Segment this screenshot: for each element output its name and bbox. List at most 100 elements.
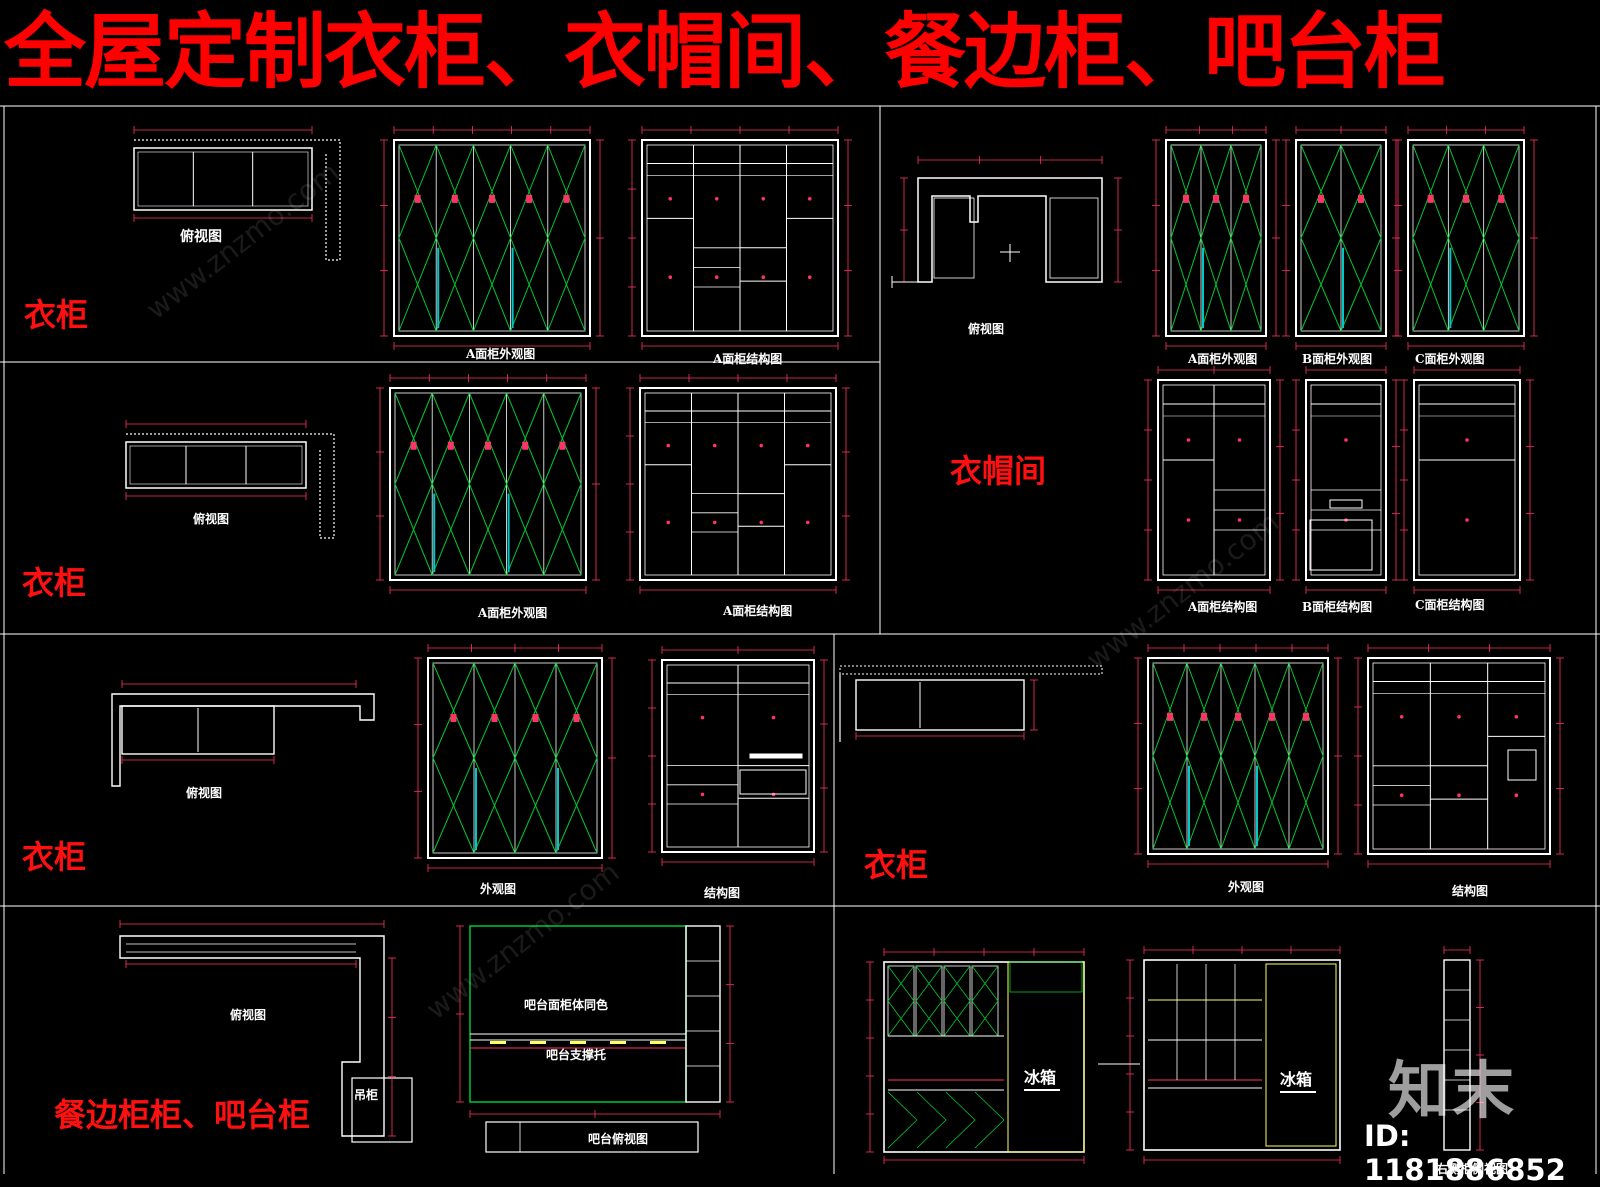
- door-swing-line: [915, 1000, 943, 1037]
- bar-side-panel: [685, 925, 721, 1103]
- door-swing-line: [916, 1119, 947, 1149]
- door-label-mark: [1183, 194, 1189, 203]
- hanging-cabinet-box: [351, 1077, 413, 1143]
- door-swing-line: [1186, 755, 1222, 850]
- bar-support-bracket: [610, 1041, 626, 1044]
- door-swing-line: [514, 757, 557, 854]
- dimension-tick: [807, 275, 812, 280]
- door-label-mark: [410, 441, 417, 450]
- dimension-tick: [668, 275, 673, 280]
- dimension-tick: [761, 197, 766, 201]
- dimension-tick: [1237, 518, 1242, 522]
- door-label-mark: [1303, 712, 1309, 721]
- glass-door: [943, 965, 971, 1037]
- bar-support-bracket: [530, 1041, 546, 1044]
- walkin-struct-b-caption: B面柜结构图: [1302, 600, 1373, 614]
- fridge2-space: [1265, 963, 1337, 1147]
- dimension-tick: [666, 443, 671, 448]
- glass-door: [971, 965, 999, 1037]
- bar-plan-outline: [485, 1121, 699, 1153]
- structure-frame-inner: [1310, 384, 1382, 576]
- dimension-tick: [761, 275, 766, 280]
- door-swing-line: [1483, 144, 1520, 239]
- bar-support-bracket: [570, 1041, 586, 1044]
- door-label-mark: [526, 194, 533, 203]
- dimension-tick: [759, 520, 764, 525]
- cabinet-frame: [1295, 139, 1387, 337]
- door-label-mark: [491, 714, 498, 722]
- w3-struct-caption: 结构图: [704, 886, 741, 900]
- door-swing-line: [431, 483, 470, 576]
- dimension-tick: [700, 792, 705, 797]
- sideboard2-frame: [1143, 959, 1341, 1151]
- wardrobe3-label: 衣柜: [22, 838, 87, 876]
- door-swing-line: [887, 1091, 918, 1121]
- drawer-box: [739, 769, 807, 795]
- door-swing-line: [1340, 237, 1382, 332]
- dimension-tick: [668, 197, 673, 201]
- w4-plan-body: [855, 679, 1025, 731]
- door-swing-line: [431, 392, 470, 485]
- door-swing-line: [1230, 237, 1262, 332]
- dimension-tick: [759, 443, 764, 448]
- bar-text2: 吧台支撑托: [546, 1048, 607, 1062]
- dimension-tick: [1465, 518, 1469, 522]
- cabinet-frame-inner: [1170, 144, 1262, 332]
- door-label-mark: [414, 194, 421, 203]
- w1-plan-caption: 俯视图: [180, 229, 222, 245]
- plan-inner: [137, 151, 309, 207]
- dimension-tick: [700, 715, 705, 720]
- plan-wall: [134, 139, 341, 261]
- door-swing-line: [555, 662, 598, 759]
- door-swing-line: [887, 965, 915, 1002]
- door-swing-line: [472, 237, 512, 332]
- drawer-label-box: [749, 753, 803, 759]
- plan-inner: [129, 445, 303, 485]
- bar-text1: 吧台面柜体同色: [524, 998, 609, 1012]
- structure-frame: [1305, 379, 1387, 581]
- door-swing-line: [915, 965, 943, 1002]
- w2-struct-caption: A面柜结构图: [723, 604, 793, 618]
- door-swing-line: [394, 392, 433, 485]
- dimension-tick: [1344, 438, 1348, 442]
- dimension-tick: [1457, 715, 1461, 719]
- dimension-tick: [1399, 715, 1404, 719]
- bar-support-bracket: [490, 1041, 506, 1044]
- door-swing-line: [945, 1119, 976, 1149]
- door-label-mark: [489, 194, 495, 203]
- dimension-tick: [805, 443, 810, 448]
- dimension-tick: [1514, 793, 1519, 797]
- structure-frame-inner: [1372, 662, 1546, 850]
- fridge1-top-cabinet: [1009, 961, 1083, 993]
- walkin-front-a-caption: A面柜外观图: [1188, 352, 1258, 366]
- right-side-panel: [1443, 959, 1471, 1151]
- door-swing-line: [510, 237, 549, 332]
- door-swing-line: [887, 1000, 915, 1037]
- fridge1-space: [1007, 961, 1085, 1153]
- door-swing-line: [1254, 662, 1290, 757]
- w2-plan-caption: 俯视图: [193, 512, 230, 526]
- door-label-mark: [1318, 194, 1324, 203]
- door-swing-line: [1340, 144, 1382, 239]
- glass-door: [887, 965, 915, 1037]
- w2-front-caption: A面柜外观图: [478, 606, 548, 620]
- door-swing-line: [1186, 662, 1222, 757]
- dimension-tick: [1399, 793, 1404, 797]
- structure-frame: [1157, 379, 1271, 581]
- door-swing-line: [1152, 755, 1188, 850]
- dimension-tick: [1186, 438, 1191, 442]
- door-swing-line: [543, 392, 582, 485]
- door-swing-line: [1483, 237, 1520, 332]
- door-swing-line: [473, 662, 516, 759]
- dimension-tick: [666, 520, 671, 525]
- dimension-tick: [1457, 793, 1461, 797]
- cabinet-frame: [389, 387, 587, 581]
- door-label-mark: [1498, 194, 1505, 203]
- door-label-mark: [1243, 194, 1249, 203]
- wardrobe2-label: 衣柜: [22, 564, 87, 602]
- dimension-tick: [1186, 518, 1191, 522]
- door-swing-line: [1447, 237, 1485, 332]
- door-swing-line: [974, 1119, 1005, 1149]
- plan-outline: [133, 147, 313, 211]
